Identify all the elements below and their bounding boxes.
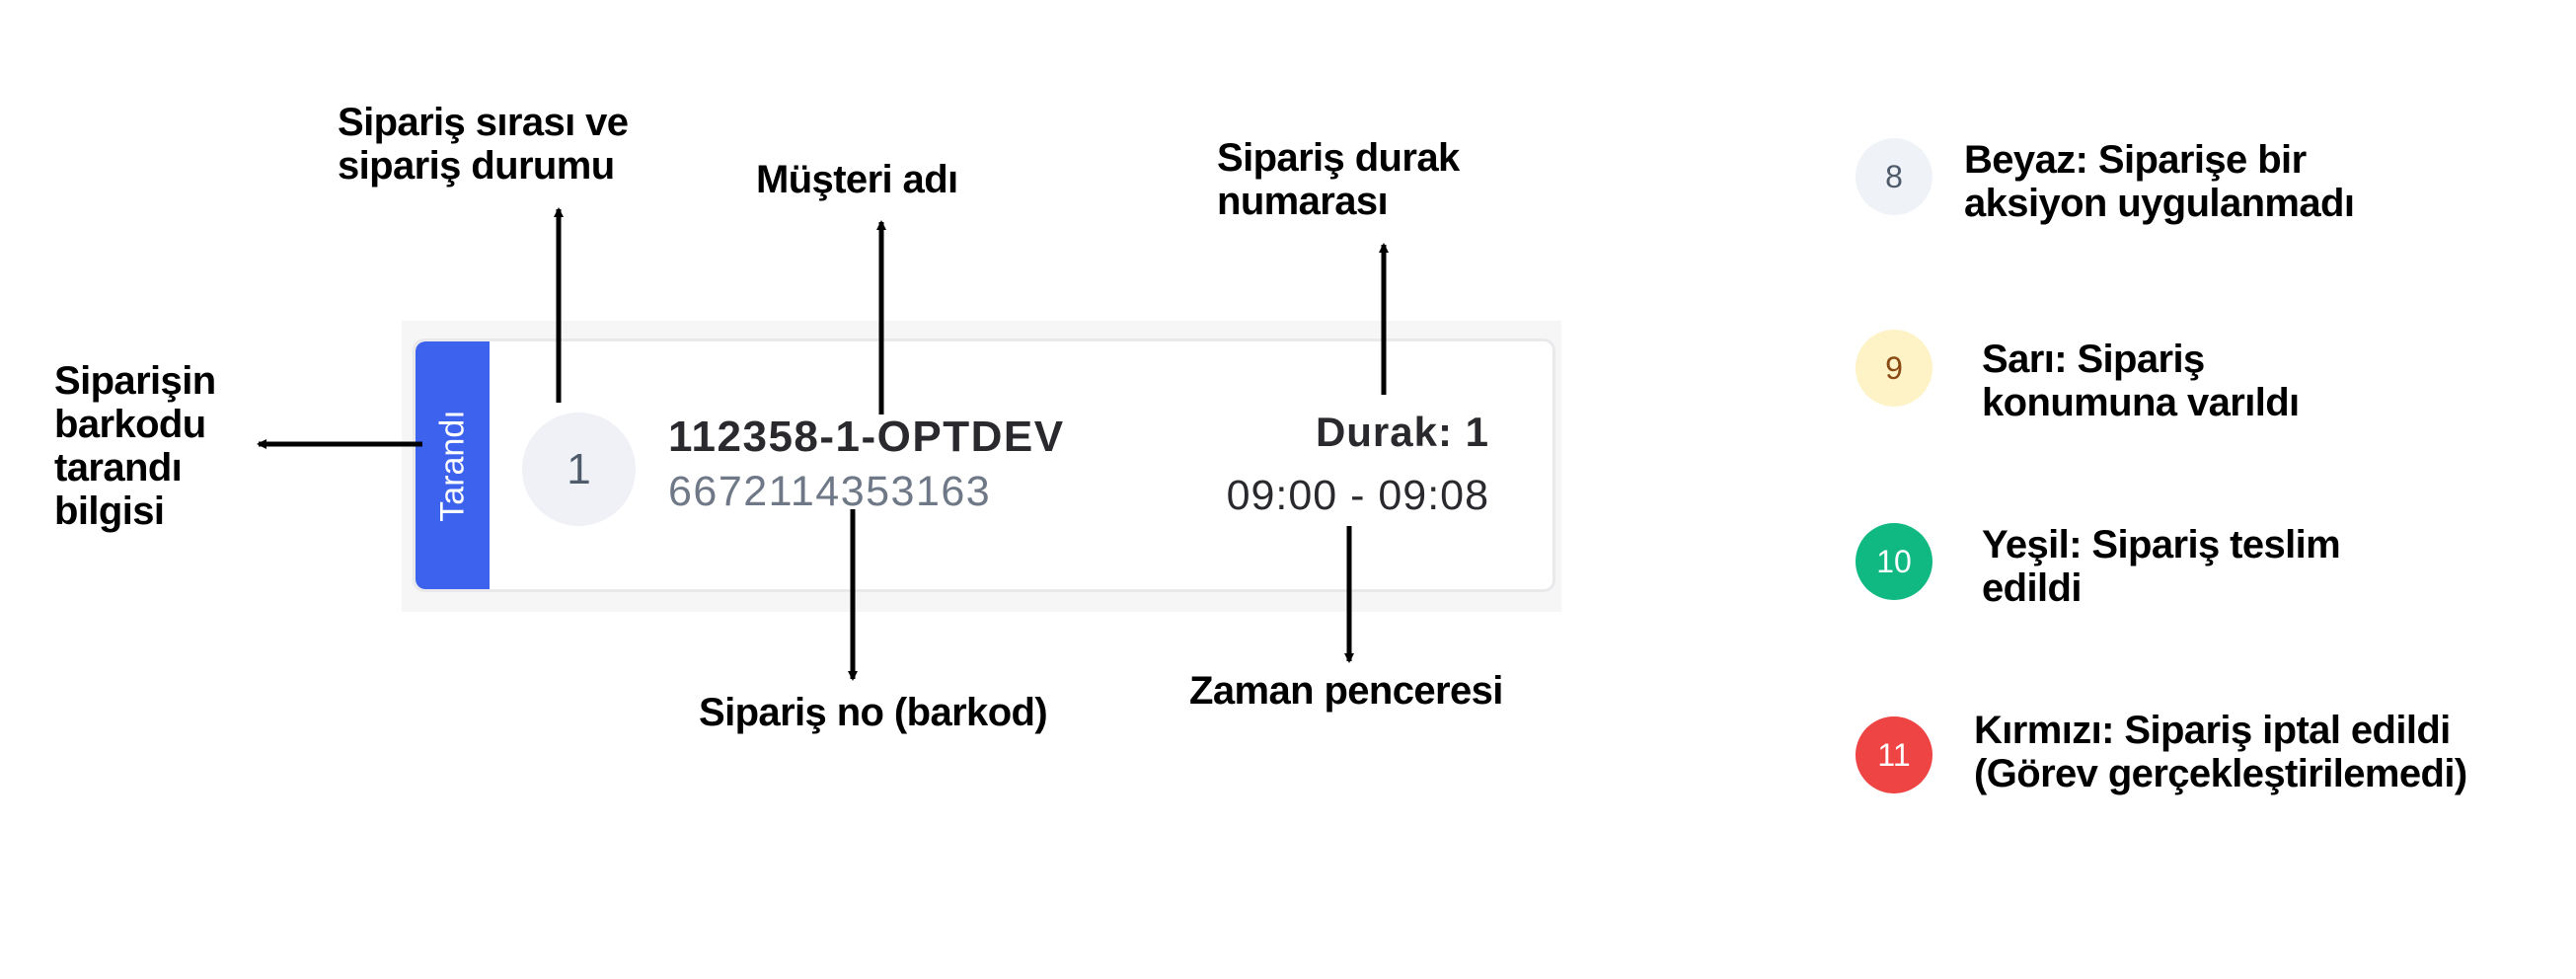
legend-line: Sarı: Sipariş [1982,338,2205,381]
legend-line: Beyaz: Siparişe bir [1964,138,2307,182]
callout-stop-number: Sipariş durak numarası [1217,136,1460,223]
stop-number: Durak: 1 [1315,409,1489,455]
legend-item-white: 8 [1856,138,1932,215]
legend-badge: 11 [1856,716,1932,793]
legend-line: Kırmızı: Sipariş iptal edildi [1974,709,2451,752]
legend-text-red: Kırmızı: Sipariş iptal edildi (Görev ger… [1974,709,2467,795]
callout-barcode-scanned: Siparişin barkodu tarandı bilgisi [54,359,216,533]
time-window: 09:00 - 09:08 [1226,472,1489,519]
sequence-badge: 1 [522,413,636,526]
callout-line: barkodu [54,403,206,446]
callout-line: Sipariş sırası ve [338,101,629,144]
callout-line: Sipariş durak [1217,136,1460,180]
legend-text-green: Yeşil: Sipariş teslim edildi [1982,523,2341,610]
callout-sequence-status: Sipariş sırası ve sipariş durumu [338,101,629,188]
legend-item-green: 10 [1856,523,1932,600]
callout-time-window: Zaman penceresi [1189,669,1503,713]
legend-line: Yeşil: Sipariş teslim [1982,523,2341,566]
scanned-tab: Tarandı [416,341,490,589]
legend-text-yellow: Sarı: Sipariş konumuna varıldı [1982,338,2300,424]
callout-line: sipariş durumu [338,144,615,188]
legend-badge: 8 [1856,138,1932,215]
legend-badge: 10 [1856,523,1932,600]
customer-name: 112358-1-OPTDEV [668,413,1065,461]
legend-badge: 9 [1856,330,1932,407]
order-number: 6672114353163 [668,468,992,515]
legend-line: aksiyon uygulanmadı [1964,182,2355,225]
callout-customer-name: Müşteri adı [756,158,958,201]
callout-line: Siparişin [54,359,216,403]
legend-line: edildi [1982,566,2082,610]
legend-item-yellow: 9 [1856,330,1932,407]
callout-line: tarandı [54,446,183,490]
legend-text-white: Beyaz: Siparişe bir aksiyon uygulanmadı [1964,138,2355,225]
legend-item-red: 11 [1856,716,1932,793]
legend-line: konumuna varıldı [1982,381,2300,424]
callout-line: numarası [1217,180,1389,223]
callout-line: bilgisi [54,490,165,533]
legend-line: (Görev gerçekleştirilemedi) [1974,752,2467,795]
callout-order-no: Sipariş no (barkod) [699,691,1048,734]
order-card[interactable]: Tarandı 1 112358-1-OPTDEV 6672114353163 … [413,339,1555,592]
